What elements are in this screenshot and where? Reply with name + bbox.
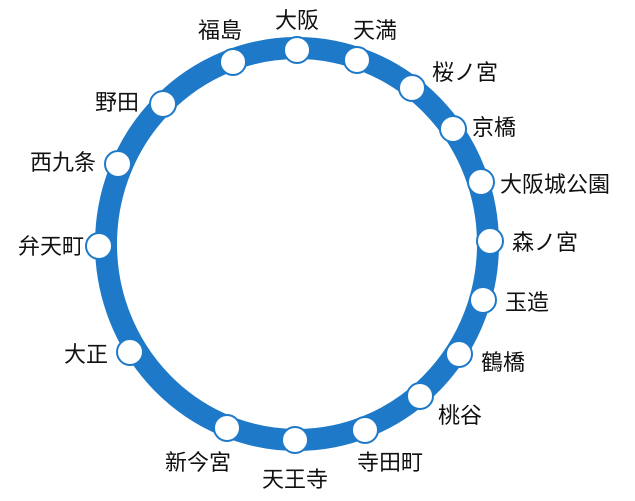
station-label: 寺田町 — [357, 451, 423, 476]
station: 弁天町 — [18, 232, 113, 260]
station-marker-icon — [283, 36, 311, 64]
station-marker-icon — [149, 90, 177, 118]
station: 新今宮 — [165, 414, 241, 476]
station: 桜ノ宮 — [398, 61, 498, 102]
station-label: 西九条 — [30, 151, 96, 176]
station: 天満 — [343, 19, 397, 74]
station-marker-icon — [398, 74, 426, 102]
station: 福島 — [198, 19, 247, 76]
station-marker-icon — [104, 150, 132, 178]
station: 森ノ宮 — [476, 227, 578, 256]
station-marker-icon — [467, 168, 495, 196]
station-label: 大阪 — [275, 9, 319, 34]
station-marker-icon — [343, 46, 371, 74]
station-marker-icon — [445, 340, 473, 368]
station-label: 大正 — [64, 343, 108, 368]
station-label: 弁天町 — [18, 235, 84, 260]
station-marker-icon — [469, 286, 497, 314]
station: 玉造 — [469, 286, 549, 316]
station: 天王寺 — [262, 426, 328, 493]
station-marker-icon — [85, 232, 113, 260]
station: 寺田町 — [351, 416, 423, 476]
station-label: 天王寺 — [262, 468, 328, 493]
station-marker-icon — [281, 426, 309, 454]
station-marker-icon — [351, 416, 379, 444]
station-marker-icon — [476, 227, 504, 255]
station: 大阪城公園 — [467, 168, 610, 198]
station: 桃谷 — [406, 382, 482, 429]
station-label: 森ノ宮 — [512, 231, 578, 256]
station-marker-icon — [213, 414, 241, 442]
station: 鶴橋 — [445, 340, 525, 376]
station-marker-icon — [439, 115, 467, 143]
station-label: 野田 — [95, 91, 139, 116]
station-marker-icon — [406, 382, 434, 410]
station-label: 玉造 — [505, 291, 549, 316]
station: 大阪 — [275, 9, 319, 64]
station-label: 大阪城公園 — [500, 173, 610, 198]
station: 大正 — [64, 338, 144, 368]
station-label: 新今宮 — [165, 451, 231, 476]
station-label: 京橋 — [472, 116, 516, 141]
station-marker-icon — [219, 48, 247, 76]
station-label: 桜ノ宮 — [432, 61, 498, 86]
station-label: 福島 — [198, 19, 242, 44]
station: 京橋 — [439, 115, 516, 143]
station-label: 桃谷 — [438, 404, 482, 429]
station-label: 鶴橋 — [481, 351, 525, 376]
station-label: 天満 — [353, 19, 397, 44]
station: 西九条 — [30, 150, 132, 178]
station-marker-icon — [116, 338, 144, 366]
station: 野田 — [95, 90, 177, 118]
